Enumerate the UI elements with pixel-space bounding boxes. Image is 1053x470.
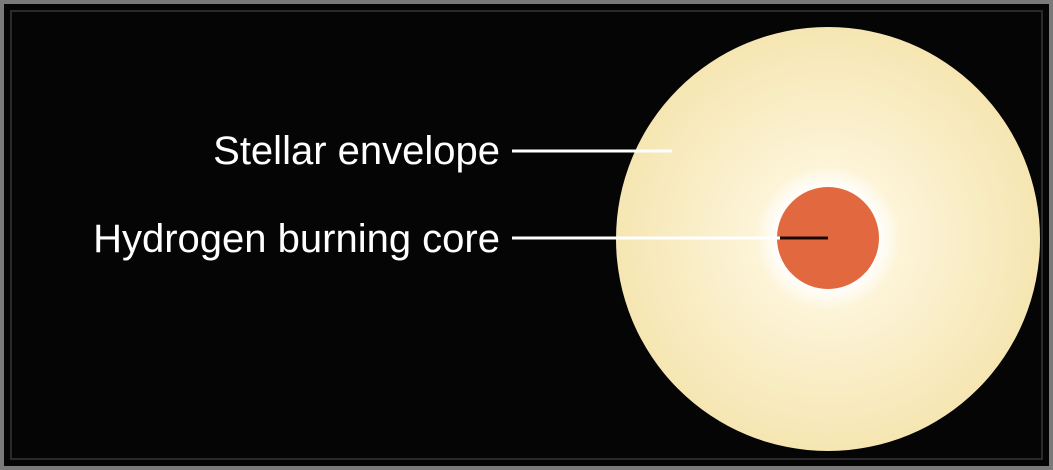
stellar-envelope-label: Stellar envelope xyxy=(213,129,500,173)
hydrogen-core-label: Hydrogen burning core xyxy=(93,217,500,261)
